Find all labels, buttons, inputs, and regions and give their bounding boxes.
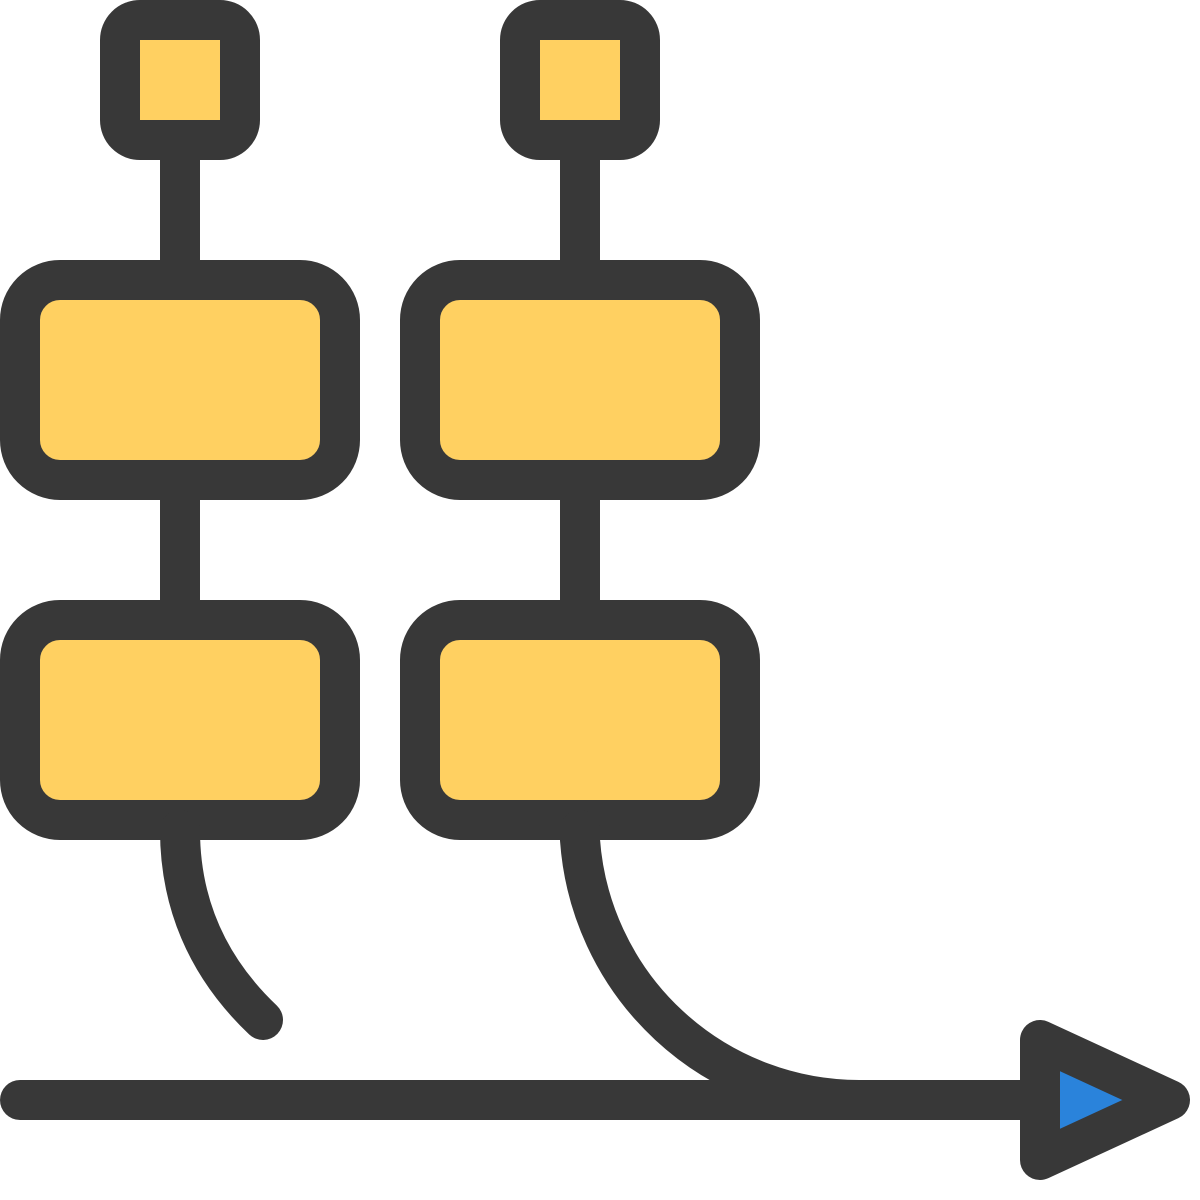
large-box-upper-2 <box>400 260 760 500</box>
large-box-upper-1 <box>0 260 360 500</box>
large-box-lower-1 <box>0 600 360 840</box>
large-box-lower-2 <box>400 600 760 840</box>
branch-curve-left <box>160 810 283 1040</box>
small-box-2 <box>500 0 660 160</box>
branch-curve-right <box>560 810 1060 1121</box>
small-box-1 <box>100 0 260 160</box>
play-arrow-icon <box>1020 1020 1190 1180</box>
